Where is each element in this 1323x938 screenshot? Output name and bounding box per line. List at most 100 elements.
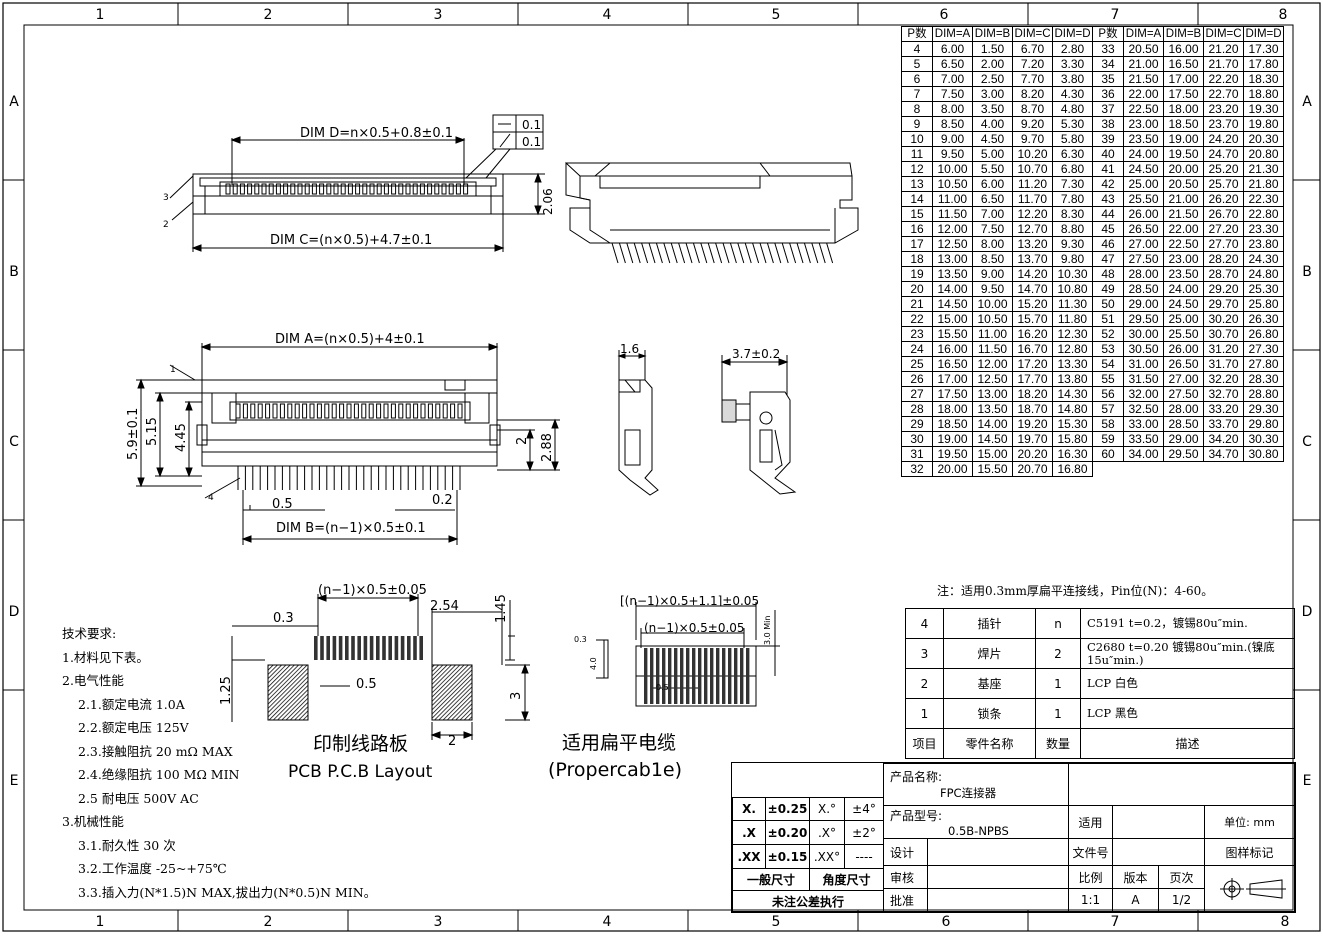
dimension-cell: 32.50 — [1123, 401, 1164, 417]
dimension-cell: 23.50 — [1163, 266, 1204, 282]
dimension-cell: 19.30 — [1243, 101, 1284, 117]
dimension-cell: 17 — [901, 236, 933, 252]
note-line: 2.3.接触阻抗 20 mΩ MAX — [78, 743, 233, 759]
general-tol-label: 一般尺寸 — [732, 868, 810, 891]
dimension-cell: 13.70 — [1012, 251, 1053, 267]
note-line: 2.4.绝缘阻抗 100 MΩ MIN — [78, 767, 240, 782]
dimension-cell: 13.00 — [972, 386, 1013, 402]
dimension-cell: 10.50 — [932, 176, 973, 192]
fpc-05-label: 0.5 — [656, 683, 669, 692]
dimension-cell: 24.50 — [1163, 296, 1204, 312]
dimension-cell: 11.70 — [1012, 191, 1053, 207]
dimension-cell: 30.70 — [1203, 326, 1244, 342]
note-line: 3.2.工作温度 -25~+75℃ — [78, 861, 227, 876]
apply-label: 适用 — [1068, 805, 1113, 839]
dimension-cell: 21.20 — [1203, 41, 1244, 57]
header-dim-c: DIM=C — [1012, 26, 1053, 42]
angle-tol-label: 角度尺寸 — [809, 868, 884, 891]
bom-part-name: 插针 — [943, 608, 1036, 639]
dimension-cell: 19.70 — [1012, 431, 1053, 447]
parallel-value: 0.1 — [522, 135, 541, 149]
header-dim-b: DIM=B — [972, 26, 1013, 42]
tol-angle-1: X.° — [809, 797, 845, 821]
dimension-cell: 23.00 — [1163, 251, 1204, 267]
dimension-cell: 46 — [1092, 236, 1124, 252]
dimension-cell: 9.00 — [972, 266, 1013, 282]
dimension-cell: 25.50 — [1123, 191, 1164, 207]
dimension-cell: 31 — [901, 446, 933, 462]
dimension-cell: 18.30 — [1243, 71, 1284, 87]
grid-col-7: 7 — [1111, 7, 1120, 23]
dimension-cell: 29.00 — [1123, 296, 1164, 312]
dimension-cell: 17.00 — [932, 371, 973, 387]
dimension-cell: 15.00 — [972, 446, 1013, 462]
dimension-cell: 10.00 — [932, 161, 973, 177]
dimension-cell: 25 — [901, 356, 933, 372]
note-line: 3.1.耐久性 30 次 — [78, 837, 176, 853]
dimension-cell: 17.00 — [1163, 71, 1204, 87]
design-value — [927, 838, 1069, 866]
dimension-cell: 18.50 — [1163, 116, 1204, 132]
dimension-cell: 33.70 — [1203, 416, 1244, 432]
dimension-cell: 4.80 — [1052, 101, 1093, 117]
dimension-cell: 9.20 — [1012, 116, 1053, 132]
grid-col-4: 4 — [603, 7, 612, 23]
tol-angle-1-val: ±4° — [844, 797, 884, 821]
dimension-cell — [1093, 462, 1124, 477]
header-p-count-2: P数 — [1092, 26, 1124, 42]
dimension-cell: 18.70 — [1012, 401, 1053, 417]
dimension-cell: 26.20 — [1203, 191, 1244, 207]
dimension-cell: 12.50 — [972, 371, 1013, 387]
header-dim-b-2: DIM=B — [1163, 26, 1204, 42]
height-59: 5.9±0.1 — [126, 408, 141, 460]
dimension-cell: 26.80 — [1243, 326, 1284, 342]
dimension-cell: 11.00 — [932, 191, 973, 207]
dimension-cell: 36 — [1092, 86, 1124, 102]
fpc-03-label: 0.3 — [574, 635, 587, 644]
dimension-cell: 20.80 — [1243, 146, 1284, 162]
fpc-pitch-label: (n−1)×0.5±0.05 — [644, 621, 745, 635]
grid-row-e-right: E — [1303, 773, 1312, 789]
dimension-cell: 10.00 — [972, 296, 1013, 312]
dimension-cell: 1.50 — [972, 41, 1013, 57]
grid-row-c: C — [9, 434, 19, 450]
dimension-cell: 23.80 — [1243, 236, 1284, 252]
dimension-cell: 9.50 — [932, 146, 973, 162]
bom-row: 1 锁条 1 LCP 黑色 — [905, 698, 1295, 729]
dimension-cell: 27.30 — [1243, 341, 1284, 357]
dimension-cell: 19 — [901, 266, 933, 282]
page-value: 1/2 — [1158, 888, 1205, 912]
height-515: 5.15 — [145, 417, 160, 446]
dimension-cell: 54 — [1092, 356, 1124, 372]
product-name-field: 产品名称: FPC连接器 — [883, 763, 1069, 806]
dimension-cell: 28 — [901, 401, 933, 417]
grid-col-1: 1 — [96, 7, 105, 23]
flatness-value: 0.1 — [522, 118, 541, 132]
dimension-cell: 7.20 — [1012, 56, 1053, 72]
dimension-cell: 6.80 — [1052, 161, 1093, 177]
dimension-cell: 24.30 — [1243, 251, 1284, 267]
page-label: 页次 — [1158, 865, 1205, 889]
dim-d-label: DIM D=n×0.5+0.8±0.1 — [300, 126, 453, 141]
tol-linear-1: X. — [732, 797, 766, 821]
projection-icon — [1219, 877, 1286, 900]
dimension-cell: 7.50 — [972, 221, 1013, 237]
callout-1: 1 — [170, 365, 176, 375]
dimension-cell: 29.50 — [1123, 311, 1164, 327]
dimension-cell: 21 — [901, 296, 933, 312]
grid-col-1-bottom: 1 — [96, 914, 105, 930]
bom-item: 2 — [905, 668, 944, 699]
dimension-cell: 25.30 — [1243, 281, 1284, 297]
width-16: 1.6 — [620, 342, 639, 356]
dimension-cell: 8.80 — [1052, 221, 1093, 237]
dimension-cell: 2.00 — [972, 56, 1013, 72]
